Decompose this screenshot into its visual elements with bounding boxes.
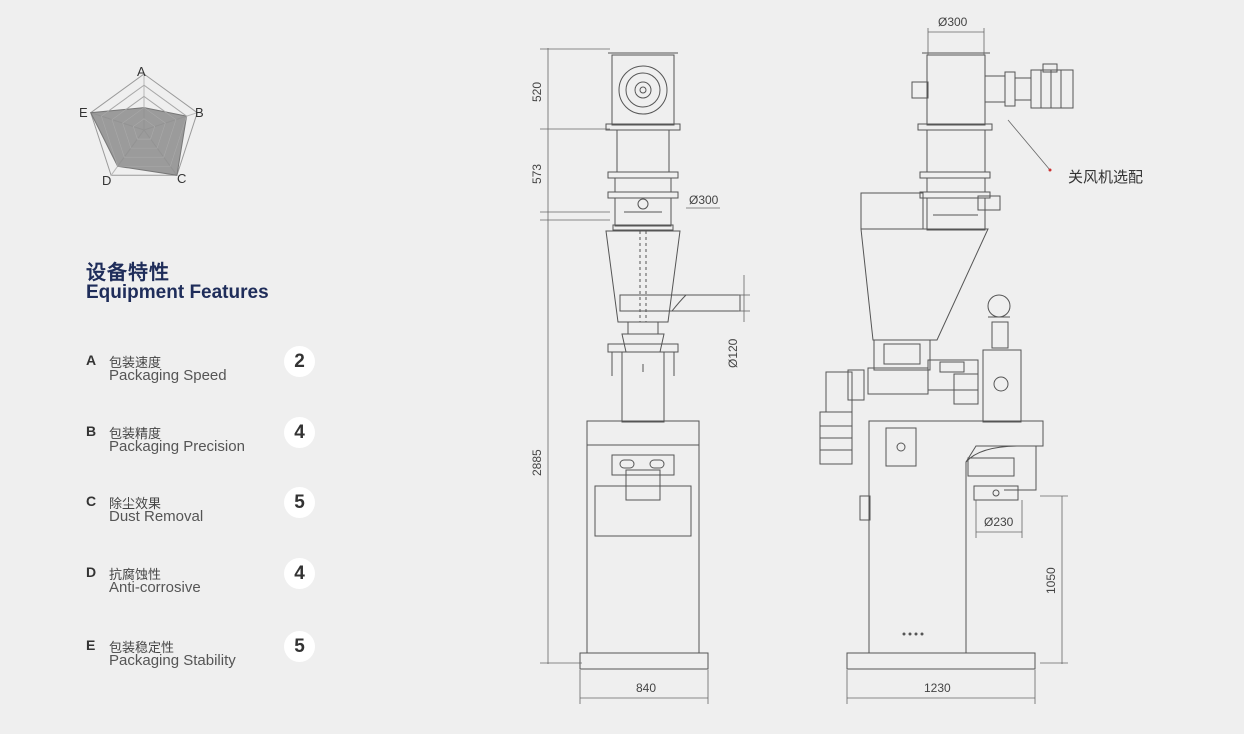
feature-score-badge: 5 xyxy=(284,487,315,518)
radar-label-c: C xyxy=(177,171,186,186)
technical-drawing: Ø300 520 573 2885 Ø300 Ø120 840 1230 Ø23… xyxy=(530,15,1143,704)
feature-label-cn: 包装精度 xyxy=(109,427,162,442)
feature-label-en: Packaging Precision xyxy=(109,438,245,455)
feature-label-en: Anti-corrosive xyxy=(109,579,201,596)
feature-letter: D xyxy=(86,564,97,580)
radar-chart: A B C D E xyxy=(79,64,204,188)
feature-label-cn: 除尘效果 xyxy=(109,497,162,512)
dim-height-520: 520 xyxy=(530,82,544,102)
dim-height-573: 573 xyxy=(530,164,544,184)
radar-inner-ring xyxy=(122,107,166,149)
radar-label-b: B xyxy=(195,105,204,120)
feature-score-badge: 5 xyxy=(284,631,315,662)
feature-letter: A xyxy=(86,352,97,368)
feature-letter: E xyxy=(86,637,96,653)
dim-height-2885: 2885 xyxy=(530,449,544,476)
radar-inner-ring xyxy=(132,118,156,140)
radar-inner-ring xyxy=(111,95,177,158)
dimension-lines xyxy=(540,28,1068,704)
feature-item-c: C 除尘效果 Dust Removal 5 xyxy=(86,487,326,533)
front-view xyxy=(579,52,741,670)
feature-item-a: A 包装速度 Packaging Speed 2 xyxy=(86,346,326,392)
feature-item-d: D 抗腐蚀性 Anti-corrosive 4 xyxy=(86,558,326,604)
section-title-en: Equipment Features xyxy=(86,282,269,303)
dim-width-1230: 1230 xyxy=(924,681,951,695)
feature-label-cn: 抗腐蚀性 xyxy=(109,568,162,583)
dim-top-diameter-side: Ø300 xyxy=(938,15,968,29)
feature-item-b: B 包装精度 Packaging Precision 4 xyxy=(86,417,326,463)
feature-label-en: Dust Removal xyxy=(109,508,204,525)
section-title-cn: 设备特性 xyxy=(86,260,170,284)
feature-letter: C xyxy=(86,493,97,509)
feature-label-en: Packaging Speed xyxy=(109,367,227,384)
radar-grid-ring xyxy=(90,73,198,176)
side-view xyxy=(819,52,1074,670)
dim-height-1050: 1050 xyxy=(1044,567,1058,594)
feature-item-e: E 包装稳定性 Packaging Stability 5 xyxy=(86,631,326,677)
radar-value-shape xyxy=(89,107,188,176)
radar-inner-ring xyxy=(100,84,188,167)
dim-diameter-120: Ø120 xyxy=(726,338,740,368)
optional-airlock-note: 关风机选配 xyxy=(1068,168,1143,186)
feature-label-en: Packaging Stability xyxy=(109,652,236,669)
feature-score-badge: 4 xyxy=(284,558,315,589)
dim-diameter-230: Ø230 xyxy=(984,515,1014,529)
feature-label-cn: 包装稳定性 xyxy=(109,641,175,656)
radar-label-a: A xyxy=(137,64,146,79)
dim-width-840: 840 xyxy=(636,681,656,695)
feature-score-badge: 4 xyxy=(284,417,315,448)
feature-label-cn: 包装速度 xyxy=(109,356,162,371)
radar-label-e: E xyxy=(79,105,88,120)
feature-score-badge: 2 xyxy=(284,346,315,377)
dim-diameter-front: Ø300 xyxy=(689,193,719,207)
feature-letter: B xyxy=(86,423,97,439)
radar-label-d: D xyxy=(102,173,111,188)
